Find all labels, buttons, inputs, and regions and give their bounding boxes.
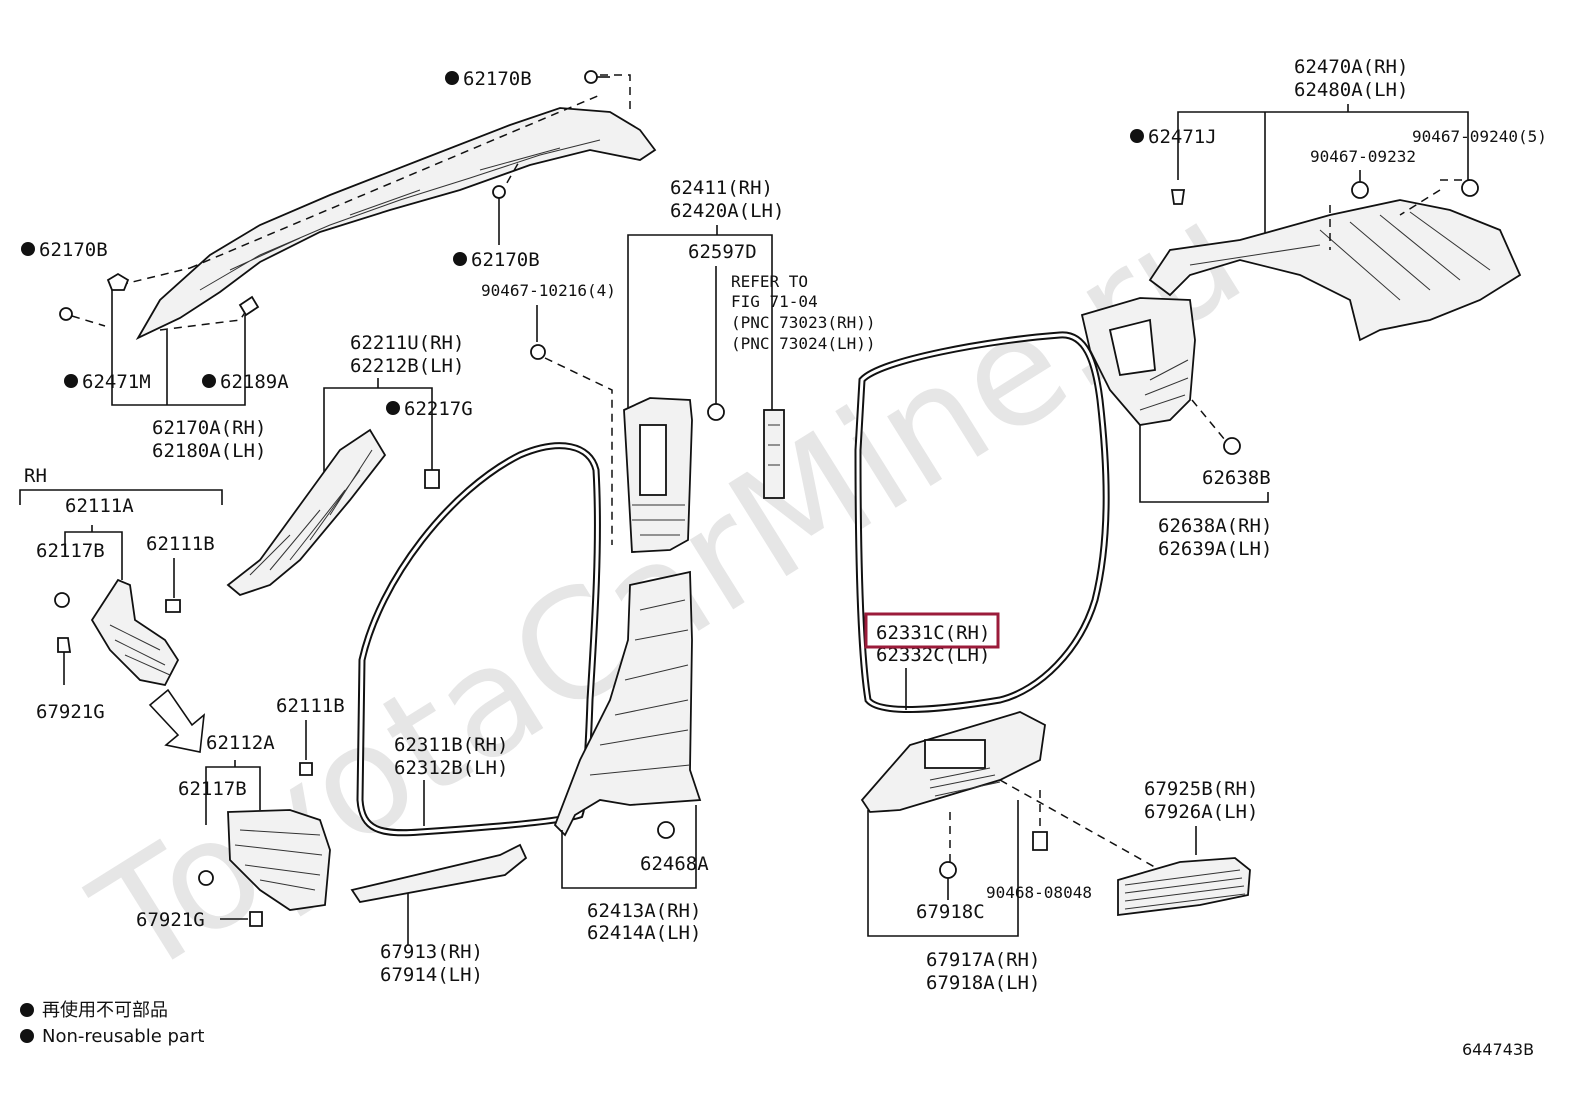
part-label: 67921G xyxy=(136,909,205,931)
part-label: 62597D xyxy=(688,241,757,263)
clip-icon xyxy=(57,637,72,653)
part-label: 62638B xyxy=(1202,467,1271,489)
part-label: 62480A(LH) xyxy=(1294,79,1408,101)
part-label: 62117B xyxy=(178,778,247,800)
seat-belt-anchor-part xyxy=(763,409,785,499)
part-label: 62170B xyxy=(39,239,108,261)
clip-icon xyxy=(530,344,546,360)
part-label: 67925B(RH) xyxy=(1144,778,1258,800)
diagram-code: 644743B xyxy=(1462,1040,1534,1059)
part-label: 62332C(LH) xyxy=(876,644,990,666)
part-label: 62311B(RH) xyxy=(394,734,508,756)
part-label: 62170B xyxy=(471,249,540,271)
part-label: 62180A(LH) xyxy=(152,440,266,462)
quarter-inner-trim-part xyxy=(1148,199,1522,342)
clip-icon xyxy=(1223,437,1241,455)
part-label: 62312B(LH) xyxy=(394,757,508,779)
roof-rail-garnish-part xyxy=(119,74,657,341)
part-label: 62111B xyxy=(276,695,345,717)
clip-icon xyxy=(424,469,440,489)
non-reusable-dot-icon xyxy=(1130,129,1144,143)
front-scuff-plate-part xyxy=(350,843,528,903)
non-reusable-dot-icon xyxy=(445,71,459,85)
part-label: 62111B xyxy=(146,533,215,555)
part-highlight-box xyxy=(864,612,1000,649)
part-label: 62471J xyxy=(1148,126,1217,148)
part-label: 62420A(LH) xyxy=(670,200,784,222)
b-pillar-lower-garnish-part xyxy=(553,570,702,837)
non-reusable-dot-icon xyxy=(64,374,78,388)
part-label: 62112A xyxy=(206,732,275,754)
front-door-weatherstrip-part xyxy=(356,442,601,837)
refer-text: FIG 71-04 xyxy=(731,292,818,311)
clip-icon xyxy=(299,762,313,776)
part-label: 62170B xyxy=(463,68,532,90)
part-label: 62212B(LH) xyxy=(350,355,464,377)
step-end-cover-part xyxy=(1117,857,1251,917)
part-label: 62470A(RH) xyxy=(1294,56,1408,78)
arrow-icon xyxy=(148,688,206,753)
part-label: 67918A(LH) xyxy=(926,972,1040,994)
clip-icon xyxy=(59,70,610,327)
clip-icon xyxy=(1170,189,1186,205)
part-label: 62411(RH) xyxy=(670,177,773,199)
non-reusable-dot-icon xyxy=(386,401,400,415)
kick-panel-bracket-part xyxy=(90,578,180,687)
part-label: 62639A(LH) xyxy=(1158,538,1272,560)
rear-door-weatherstrip-part xyxy=(854,331,1110,713)
non-reusable-dot-icon xyxy=(20,1029,34,1043)
part-label: 67918C xyxy=(916,901,985,923)
part-label: 62170A(RH) xyxy=(152,417,266,439)
refer-text: REFER TO xyxy=(731,272,808,291)
part-label: 90467-09240(5) xyxy=(1412,127,1547,146)
non-reusable-dot-icon xyxy=(21,242,35,256)
screw-icon xyxy=(198,870,214,886)
cowl-side-trim-part xyxy=(227,809,331,911)
part-label: 67917A(RH) xyxy=(926,949,1040,971)
clip-icon xyxy=(657,821,675,839)
legend-text-en: Non-reusable part xyxy=(42,1026,204,1047)
non-reusable-dot-icon xyxy=(453,252,467,266)
part-label: 90467-09232 xyxy=(1310,147,1416,166)
rear-scuff-plate-part xyxy=(860,711,1046,813)
part-label: 62471M xyxy=(82,371,151,393)
part-label: 67926A(LH) xyxy=(1144,801,1258,823)
part-label: 62414A(LH) xyxy=(587,922,701,944)
group-label-rh: RH xyxy=(24,465,47,487)
part-label: 90467-10216(4) xyxy=(481,281,616,300)
part-label: 62211U(RH) xyxy=(350,332,464,354)
clip-icon xyxy=(1351,181,1369,199)
part-label: 67914(LH) xyxy=(380,964,483,986)
part-label: 90468-08048 xyxy=(986,883,1092,902)
part-label: 62117B xyxy=(36,540,105,562)
part-label: 62413A(RH) xyxy=(587,900,701,922)
a-pillar-garnish-part xyxy=(226,428,387,597)
refer-text: (PNC 73024(LH)) xyxy=(731,334,876,353)
clip-icon xyxy=(1461,179,1479,197)
clip-icon xyxy=(939,861,957,879)
refer-text: (PNC 73023(RH)) xyxy=(731,313,876,332)
b-pillar-upper-garnish-part xyxy=(623,397,693,553)
c-pillar-garnish-part xyxy=(1080,297,1196,426)
part-label: 67913(RH) xyxy=(380,941,483,963)
part-label: 62638A(RH) xyxy=(1158,515,1272,537)
part-label: 62111A xyxy=(65,495,134,517)
non-reusable-dot-icon xyxy=(202,374,216,388)
clip-icon xyxy=(249,911,263,927)
legend-text-jp: 再使用不可部品 xyxy=(42,1000,168,1021)
highlighted-part-label[interactable]: 62331C(RH) xyxy=(876,622,990,644)
part-label: 67921G xyxy=(36,701,105,723)
non-reusable-dot-icon xyxy=(20,1003,34,1017)
part-label: 62217G xyxy=(404,398,473,420)
part-label: 62468A xyxy=(640,853,709,875)
clip-icon xyxy=(1032,831,1048,851)
part-label: 62189A xyxy=(220,371,289,393)
clip-icon xyxy=(707,403,725,421)
clip-icon xyxy=(165,599,181,613)
screw-icon xyxy=(54,592,70,608)
